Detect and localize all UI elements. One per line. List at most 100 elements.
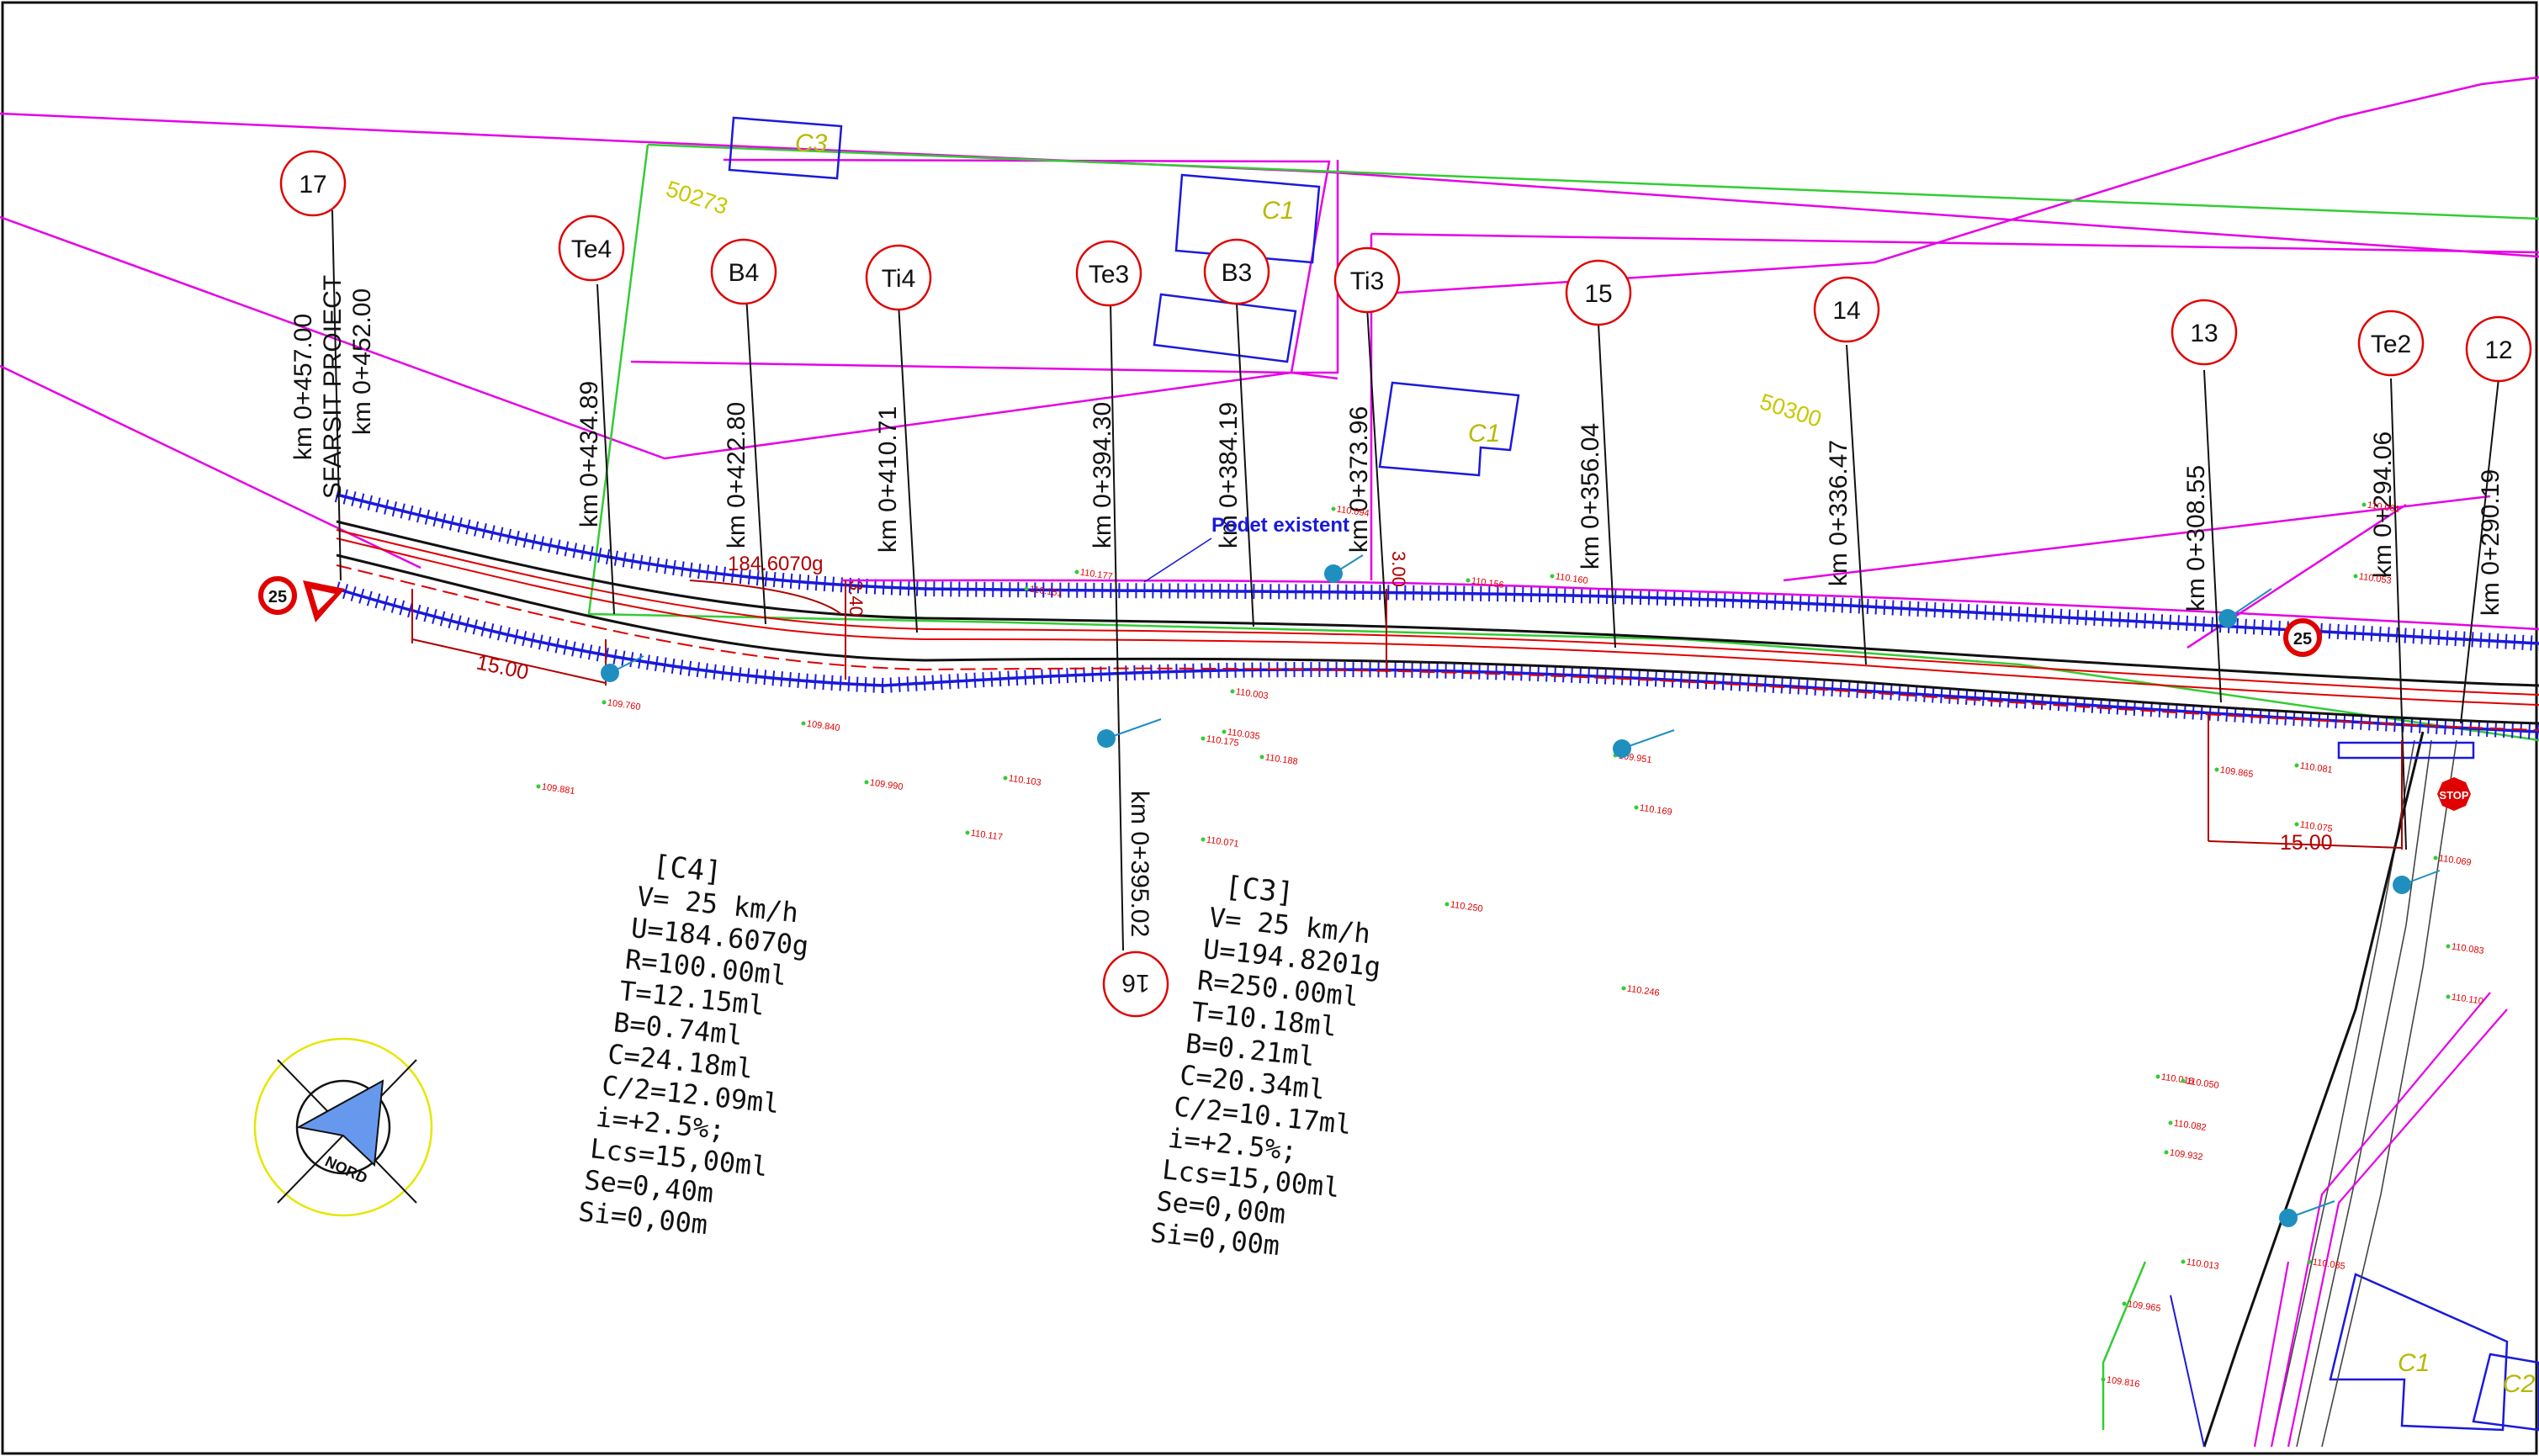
svg-text:109.760: 109.760 xyxy=(607,698,641,712)
station-circle xyxy=(2357,310,2425,377)
spot-height: 109.965 xyxy=(2122,1300,2161,1314)
road-offset-1 xyxy=(336,529,2539,696)
svg-text:110.071: 110.071 xyxy=(1206,835,1239,850)
spot-height: 110.103 xyxy=(1003,774,1042,788)
spot-height: 110.246 xyxy=(1621,984,1660,998)
north-arrow: NORD xyxy=(253,1037,433,1217)
curve-table-c4: [C4]V= 25 km/hU=184.6070gR=100.00mlT=12.… xyxy=(577,849,810,1241)
station-extra-label: SFARSIT PROIECT xyxy=(319,275,347,499)
road-edge-ticks xyxy=(334,487,2539,739)
spot-height: 109.840 xyxy=(801,719,840,733)
station-14: 14 km 0+336.47 xyxy=(1813,276,1880,586)
stop-sign xyxy=(2437,777,2471,811)
survey-marker xyxy=(2218,588,2272,627)
dim-15-right-label: 15.00 xyxy=(2280,831,2333,855)
spot-height: 109.881 xyxy=(536,782,575,797)
survey-marker xyxy=(1613,729,1675,758)
spot-height: 110.016 xyxy=(2155,1072,2194,1087)
station-leaders xyxy=(331,209,2499,951)
stop-sign-label: STOP xyxy=(2439,789,2468,802)
spot-height: 110.050 xyxy=(2181,1077,2219,1091)
station-km-label: km 0+457.00 xyxy=(289,314,317,460)
svg-text:109.932: 109.932 xyxy=(2169,1148,2203,1162)
leader-ti3 xyxy=(1366,306,1387,630)
survey-marker xyxy=(1097,718,1162,748)
svg-text:110.250: 110.250 xyxy=(1450,900,1483,914)
leader-17 xyxy=(331,209,342,581)
curve-table-title: [C4] xyxy=(651,849,724,889)
station-km-label: km 0+336.47 xyxy=(1825,440,1853,586)
station-circle xyxy=(1565,259,1632,326)
spot-height: 110.083 xyxy=(2446,942,2484,956)
station-km-label: km 0+395.02 xyxy=(1126,791,1153,937)
compass-arrow xyxy=(296,1079,384,1167)
dim-300-label: 3.00 xyxy=(1388,551,1409,587)
svg-text:110.016: 110.016 xyxy=(2160,1072,2194,1087)
station-km-label: km 0+308.55 xyxy=(2182,465,2210,612)
svg-text:110.035: 110.035 xyxy=(1227,728,1260,742)
green-lower-right xyxy=(2102,1261,2147,1430)
building-c2-bottom xyxy=(2472,1353,2539,1432)
speed-limit-right-label: 25 xyxy=(2293,630,2312,649)
road-boundary-magenta xyxy=(840,579,2539,631)
svg-text:110.081: 110.081 xyxy=(2299,761,2333,776)
spot-height: 110.035 xyxy=(1222,728,1260,742)
dimension-lines xyxy=(411,580,2403,850)
svg-text:110.003: 110.003 xyxy=(1235,687,1269,702)
spot-height: 109.932 xyxy=(2164,1148,2203,1162)
station-id-label: 14 xyxy=(1832,297,1860,325)
svg-text:109.881: 109.881 xyxy=(541,782,575,797)
svg-text:110.110: 110.110 xyxy=(2451,993,2483,1007)
svg-text:110.177: 110.177 xyxy=(1079,568,1113,582)
parcel-line-right xyxy=(1370,232,2539,254)
parcel-line-far-right xyxy=(1783,495,2491,582)
building-c1-top xyxy=(1174,173,1321,264)
spot-height: 110.175 xyxy=(1201,734,1239,749)
spot-height: 109.865 xyxy=(2214,765,2254,780)
spot-height: 110.110 xyxy=(2446,993,2484,1007)
parcel-c2-bottom-label: C2 xyxy=(2503,1370,2536,1398)
spot-height: 110.053 xyxy=(2353,572,2392,586)
station-id-label: Te2 xyxy=(2371,331,2411,358)
leader-te4 xyxy=(596,283,615,615)
curve-table-title: [C3] xyxy=(1223,870,1296,910)
station-id-label: 13 xyxy=(2190,320,2218,347)
parcel-line-upper-road xyxy=(0,215,1292,460)
survey-marker xyxy=(1324,554,1364,583)
buildings xyxy=(728,116,2539,1432)
station-km-label: km 0+384.19 xyxy=(1215,402,1243,548)
svg-text:110.175: 110.175 xyxy=(1206,734,1239,749)
station-km-label: km 0+422.80 xyxy=(723,402,750,548)
road-offset-2 xyxy=(336,564,2539,731)
svg-text:109.816: 109.816 xyxy=(2106,1375,2140,1390)
survey-marker xyxy=(2279,1200,2335,1227)
station-circle xyxy=(558,214,625,282)
survey-stations xyxy=(601,554,2441,1227)
station-id-label: 15 xyxy=(1584,280,1612,308)
station-13: 13 km 0+308.55 xyxy=(2171,299,2238,612)
dim-15-left-line xyxy=(411,638,607,684)
station-id-label: 17 xyxy=(299,171,326,199)
svg-text:110.246: 110.246 xyxy=(1626,984,1660,998)
svg-text:110.061: 110.061 xyxy=(2367,500,2400,515)
svg-text:110.156: 110.156 xyxy=(1471,576,1504,590)
parcel-line-top-2 xyxy=(1333,171,2539,258)
spot-height: 110.075 xyxy=(2294,820,2333,834)
station-km-label: km 0+290.19 xyxy=(2477,469,2505,616)
green-parcel-50273 xyxy=(587,144,2539,742)
dim-15-right-line xyxy=(2208,840,2403,849)
carriageway xyxy=(336,520,2539,725)
leader-15 xyxy=(1598,323,1616,649)
station-km2-label: km 0+452.00 xyxy=(348,289,376,435)
svg-text:110.160: 110.160 xyxy=(1555,572,1588,586)
station-circle xyxy=(1075,240,1142,307)
